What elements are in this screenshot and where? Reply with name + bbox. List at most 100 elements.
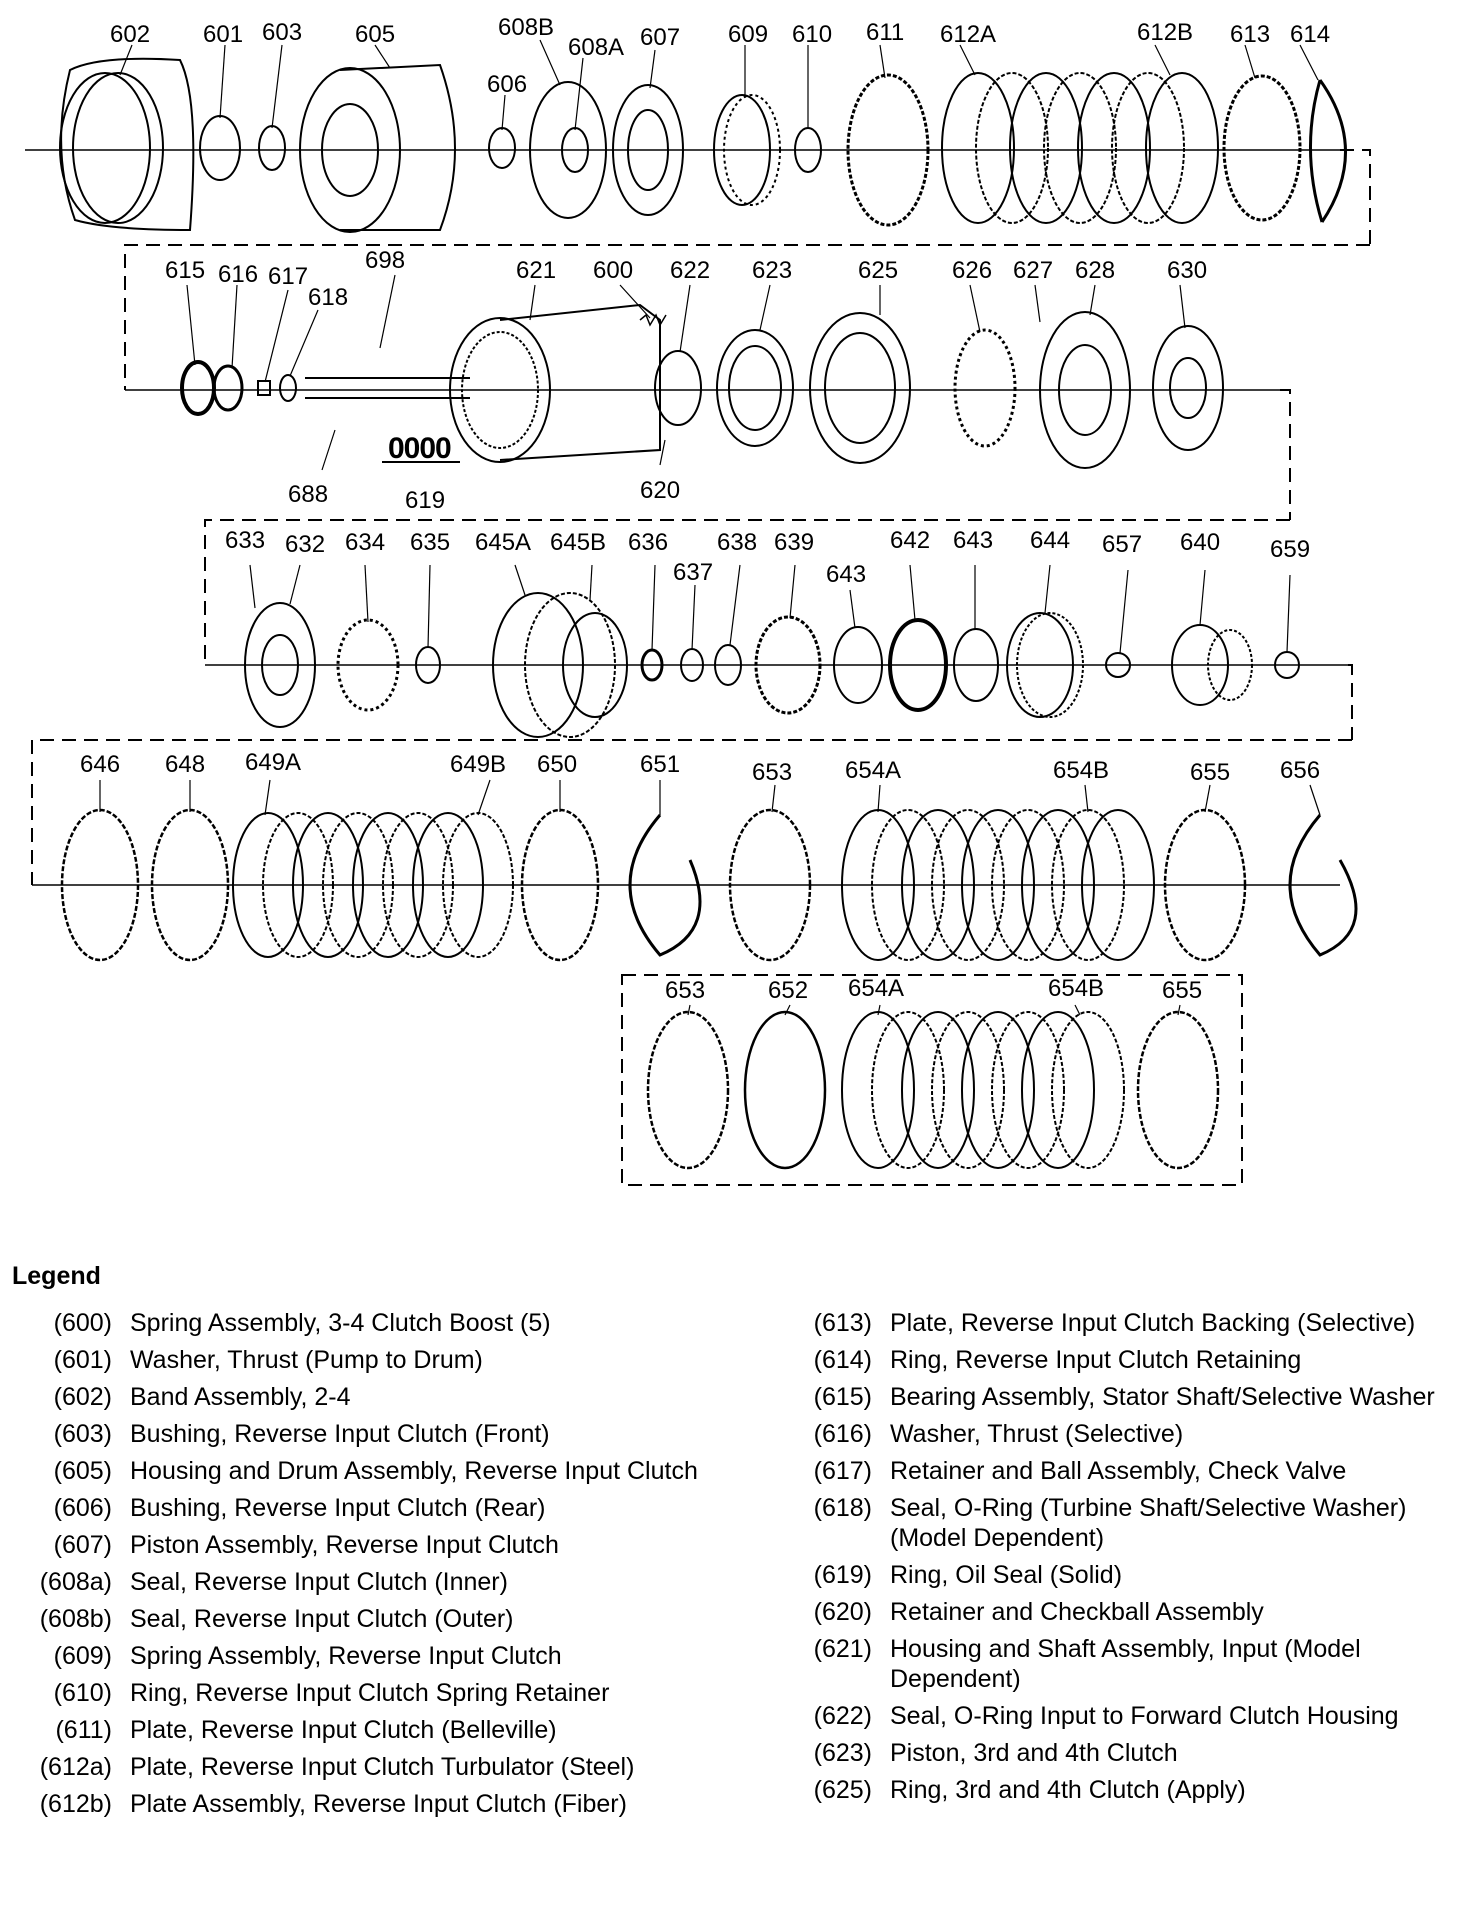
part-643-second bbox=[953, 628, 999, 702]
part-638 bbox=[714, 644, 742, 686]
legend-desc: Ring, Reverse Input Clutch Retaining bbox=[890, 1346, 1302, 1374]
callout-601: 601 bbox=[203, 21, 243, 48]
callout-648: 648 bbox=[165, 751, 205, 778]
legend-code: (606) bbox=[53, 1494, 112, 1522]
callout-628: 628 bbox=[1075, 257, 1115, 284]
legend-desc: Washer, Thrust (Selective) bbox=[890, 1420, 1184, 1448]
spring-609 bbox=[713, 94, 781, 206]
legend-desc: Ring, 3rd and 4th Clutch (Apply) bbox=[890, 1776, 1246, 1804]
legend-code: (600) bbox=[53, 1309, 112, 1337]
legend-entry: (609)Spring Assembly, Reverse Input Clut… bbox=[30, 1641, 750, 1671]
washer-601 bbox=[199, 115, 241, 181]
inset-plate-655 bbox=[1136, 1010, 1220, 1170]
legend-desc: Ring, Reverse Input Clutch Spring Retain… bbox=[130, 1679, 610, 1707]
legend-entry: (610) Ring, Reverse Input Clutch Spring R… bbox=[30, 1678, 750, 1708]
legend-desc: Housing and Shaft Assembly, Input (Model… bbox=[890, 1635, 1361, 1693]
callout-657: 657 bbox=[1102, 531, 1142, 558]
callout-640: 640 bbox=[1180, 529, 1220, 556]
housing-drum-605 bbox=[299, 63, 456, 233]
legend-desc: Retainer and Ball Assembly, Check Valve bbox=[890, 1457, 1347, 1485]
legend-title: Legend bbox=[12, 1262, 101, 1290]
legend-code: (622) bbox=[813, 1702, 872, 1730]
legend-desc: Seal, Reverse Input Clutch (Inner) bbox=[130, 1568, 508, 1596]
callout-627: 627 bbox=[1013, 257, 1053, 284]
legend-code: (619) bbox=[813, 1561, 872, 1589]
legend-code: (621) bbox=[813, 1635, 872, 1663]
callout-688: 688 bbox=[288, 481, 328, 508]
legend-code: (616) bbox=[813, 1420, 872, 1448]
legend-code: (611) bbox=[55, 1716, 112, 1744]
legend-code: (610) bbox=[53, 1679, 112, 1707]
legend-right-column: (613) Plate, Reverse Input Clutch Backing… bbox=[790, 1308, 1460, 1812]
legend-entry: (600) Spring Assembly, 3-4 Clutch Boost (… bbox=[30, 1308, 750, 1338]
legend-entry: (615)Bearing Assembly, Stator Shaft/Sele… bbox=[790, 1382, 1460, 1412]
legend-entry: (613) Plate, Reverse Input Clutch Backing… bbox=[790, 1308, 1460, 1338]
callout-620: 620 bbox=[640, 477, 680, 504]
legend-entry: (603)Bushing, Reverse Input Clutch (Fron… bbox=[30, 1419, 750, 1449]
callout-654b: 654B bbox=[1053, 757, 1109, 784]
legend-entry: (605)Housing and Drum Assembly, Reverse … bbox=[30, 1456, 750, 1486]
legend-entry: (622)Seal, O-Ring Input to Forward Clutc… bbox=[790, 1701, 1460, 1731]
plate-653 bbox=[728, 808, 812, 962]
inset-callout-653: 653 bbox=[665, 977, 705, 1004]
legend-code: (613) bbox=[813, 1309, 872, 1337]
callout-626: 626 bbox=[952, 257, 992, 284]
legend-desc: Seal, Reverse Input Clutch (Outer) bbox=[130, 1605, 514, 1633]
callout-618: 618 bbox=[308, 284, 348, 311]
callout-621: 621 bbox=[516, 257, 556, 284]
ring-656 bbox=[1288, 814, 1358, 957]
callout-608a: 608A bbox=[568, 34, 624, 61]
legend-code: (607) bbox=[53, 1531, 112, 1559]
retainer-617 bbox=[257, 380, 271, 396]
legend-desc: Piston Assembly, Reverse Input Clutch bbox=[130, 1531, 559, 1559]
legend-desc: Piston, 3rd and 4th Clutch bbox=[890, 1739, 1178, 1767]
callout-643-second: 643 bbox=[953, 527, 993, 554]
legend-code: (608a) bbox=[39, 1568, 112, 1596]
callout-labels: 602 601 603 605 606 608B 608A 607 609 61… bbox=[80, 14, 1330, 1004]
callout-610: 610 bbox=[792, 21, 832, 48]
legend-entry: (601)Washer, Thrust (Pump to Drum) bbox=[30, 1345, 750, 1375]
piston-607 bbox=[612, 84, 684, 216]
legend-desc: Seal, O-Ring (Turbine Shaft/Selective Wa… bbox=[890, 1494, 1407, 1552]
bearing-626 bbox=[953, 328, 1017, 448]
callout-625: 625 bbox=[858, 257, 898, 284]
legend-entry: (612b)Plate Assembly, Reverse Input Clut… bbox=[30, 1789, 750, 1819]
legend-code: (620) bbox=[813, 1598, 872, 1626]
legend-desc: Bushing, Reverse Input Clutch (Rear) bbox=[130, 1494, 546, 1522]
callout-633: 633 bbox=[225, 527, 265, 554]
legend-code: (612b) bbox=[39, 1790, 112, 1818]
apply-ring-625 bbox=[809, 312, 911, 464]
legend-desc: Bushing, Reverse Input Clutch (Front) bbox=[130, 1420, 550, 1448]
legend-desc: Retainer and Checkball Assembly bbox=[890, 1598, 1264, 1626]
legend-code: (612a) bbox=[39, 1753, 112, 1781]
callout-644: 644 bbox=[1030, 527, 1070, 554]
callout-645b: 645B bbox=[550, 529, 606, 556]
legend-code: (623) bbox=[813, 1739, 872, 1767]
callout-616: 616 bbox=[218, 261, 258, 288]
assembly-630 bbox=[1152, 325, 1224, 451]
legend-entry: (620) Retainer and Checkball Assembly bbox=[790, 1597, 1460, 1627]
legend-left-column: (600) Spring Assembly, 3-4 Clutch Boost (… bbox=[30, 1308, 750, 1826]
legend-desc: Spring Assembly, 3-4 Clutch Boost (5) bbox=[130, 1309, 551, 1337]
legend-desc: Plate, Reverse Input Clutch Backing (Sel… bbox=[890, 1309, 1416, 1337]
legend-entry: (619)Ring, Oil Seal (Solid) bbox=[790, 1560, 1460, 1590]
bushing-606 bbox=[488, 127, 516, 169]
legend-desc: Plate, Reverse Input Clutch (Belleville) bbox=[130, 1716, 557, 1744]
callout-698: 698 bbox=[365, 247, 405, 274]
inset-callout-652: 652 bbox=[768, 977, 808, 1004]
callout-638: 638 bbox=[717, 529, 757, 556]
band-assembly-602 bbox=[59, 57, 195, 232]
seal-618 bbox=[279, 374, 297, 402]
callout-612a: 612A bbox=[940, 21, 996, 48]
legend-code: (608b) bbox=[39, 1605, 112, 1633]
leader-lines bbox=[99, 39, 1321, 1016]
callout-636: 636 bbox=[628, 529, 668, 556]
callout-650: 650 bbox=[537, 751, 577, 778]
piston-623 bbox=[716, 329, 794, 447]
inset-plate-652 bbox=[743, 1010, 827, 1170]
ring-seals-text: 0000 bbox=[388, 432, 451, 465]
part-639 bbox=[754, 615, 822, 715]
callout-609: 609 bbox=[728, 21, 768, 48]
inset-plate-653 bbox=[646, 1010, 730, 1170]
callout-645a: 645A bbox=[475, 529, 531, 556]
